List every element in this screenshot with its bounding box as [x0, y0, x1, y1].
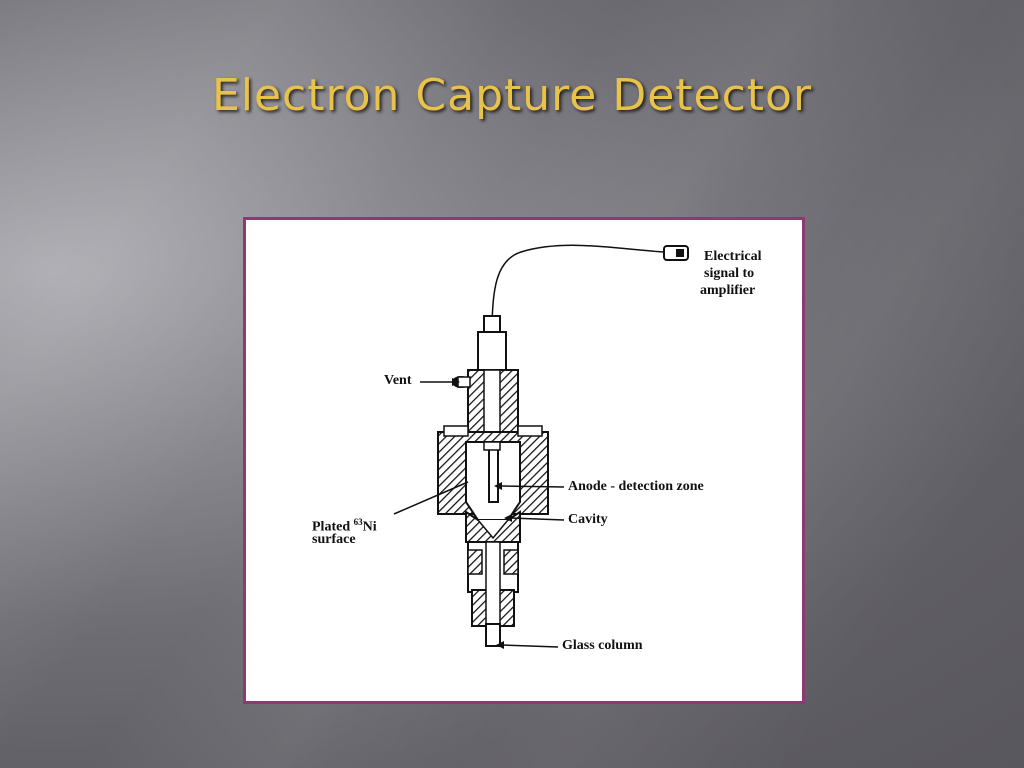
cavity-leader — [509, 517, 565, 521]
plated-label-superscript: 63 — [353, 517, 363, 527]
anode-label: Anode - detection zone — [568, 479, 704, 494]
detector-diagram — [393, 244, 689, 649]
glass-column-label: Glass column — [562, 638, 643, 653]
vent-label: Vent — [384, 373, 412, 388]
plated-label-text: Plated — [312, 519, 351, 535]
signal-label-line1: Electrical — [704, 249, 762, 264]
glass-column-tube — [485, 623, 501, 647]
signal-label-line3: amplifier — [700, 283, 756, 298]
connector-plug — [663, 245, 689, 261]
plated-label-line1: Plated 63Ni — [312, 514, 377, 536]
anode-rod — [488, 441, 499, 503]
signal-label-line2: signal to — [704, 266, 755, 281]
glass-column-leader — [501, 644, 559, 648]
signal-cable — [491, 244, 665, 333]
cavity-label: Cavity — [568, 512, 608, 527]
anode-leader — [501, 485, 565, 488]
probe-tube — [477, 331, 507, 373]
diagram-frame: Electrical signal to amplifier Vent Anod… — [243, 217, 805, 704]
plated-label-line2: surface — [312, 532, 356, 547]
plated-label-element: Ni — [362, 519, 377, 535]
slide-title: Electron Capture Detector — [211, 70, 813, 121]
plated-leader — [393, 481, 469, 515]
